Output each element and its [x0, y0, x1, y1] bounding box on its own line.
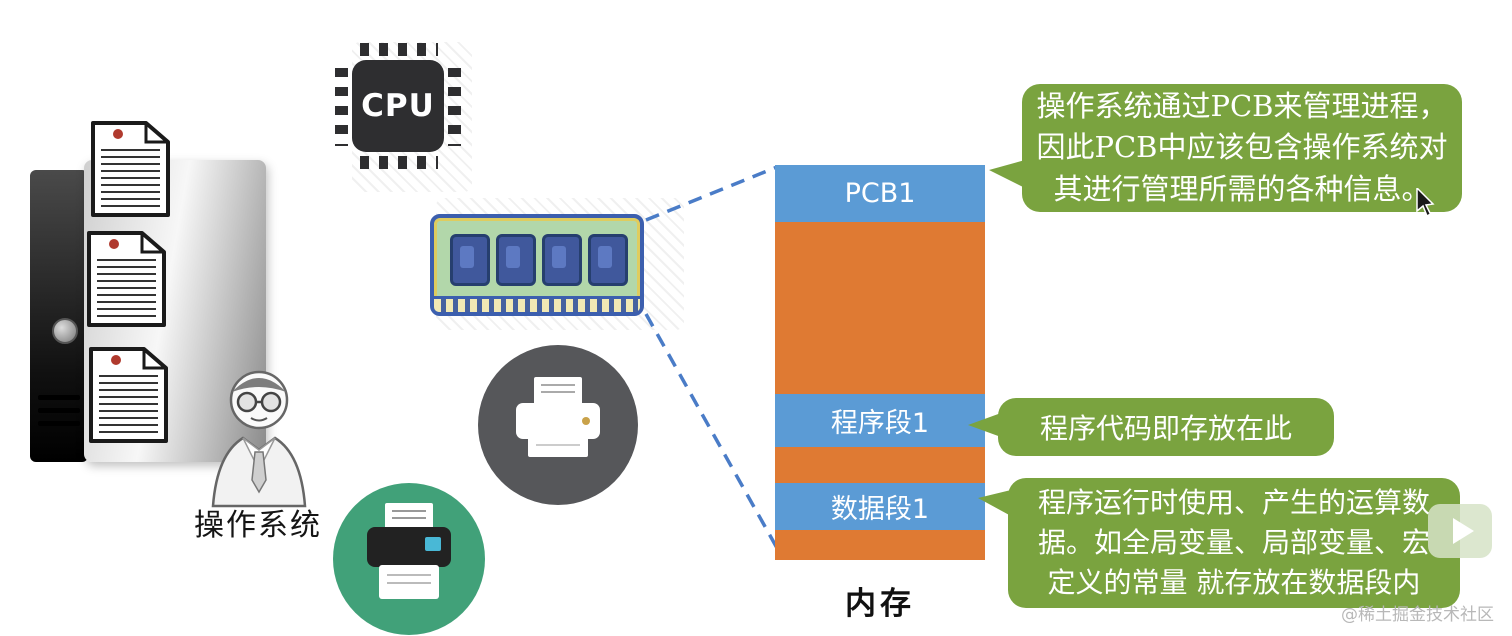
printer-gray-icon — [478, 345, 638, 505]
cpu-label: CPU — [361, 88, 435, 124]
memory-segment-data1: 数据段1 — [775, 483, 985, 530]
cpu-chip-icon: CPU — [352, 60, 444, 152]
memory-segment-free — [775, 530, 985, 560]
cpu-pins — [360, 156, 438, 169]
cpu-pins — [448, 68, 461, 146]
tower-vent — [38, 421, 80, 426]
pcb-note-bubble: 操作系统通过PCB来管理进程， 因此PCB中应该包含操作系统对 其进行管理所需的… — [989, 84, 1462, 212]
memory-segment-program1: 程序段1 — [775, 394, 985, 447]
computer-tower-front — [30, 170, 88, 462]
memory-segment-pcb1: PCB1 — [775, 165, 985, 222]
play-button[interactable] — [1428, 504, 1492, 558]
cpu-pins — [360, 43, 438, 56]
os-label: 操作系统 — [194, 508, 322, 543]
ram-chip — [496, 234, 536, 286]
ram-chip — [588, 234, 628, 286]
process-document-icon — [84, 228, 170, 330]
memory-segment-free — [775, 447, 985, 483]
process-document-icon — [88, 118, 174, 220]
ram-chip — [450, 234, 490, 286]
person-sketch-icon — [203, 358, 315, 508]
tower-vent — [38, 408, 80, 413]
ram-pins — [434, 296, 640, 312]
mouse-cursor-icon — [1416, 186, 1438, 218]
memory-column: PCB1 程序段1 数据段1 — [775, 165, 985, 560]
tower-power-knob — [52, 318, 78, 344]
process-document-icon — [86, 344, 172, 446]
printer-green-icon — [333, 483, 485, 635]
memory-segment-free — [775, 222, 985, 394]
cpu-pins — [335, 68, 348, 146]
watermark: @稀土掘金技术社区 — [1341, 605, 1494, 625]
program-note-bubble: 程序代码即存放在此 — [968, 398, 1334, 456]
play-icon — [1452, 518, 1474, 544]
tower-vent — [38, 395, 80, 400]
ram-stick-icon — [430, 214, 644, 316]
ram-chip — [542, 234, 582, 286]
memory-caption: 内存 — [845, 586, 915, 622]
data-note-bubble: 程序运行时使用、产生的运算数 据。如全局变量、局部变量、宏 定义的常量 就存放在… — [978, 478, 1460, 608]
